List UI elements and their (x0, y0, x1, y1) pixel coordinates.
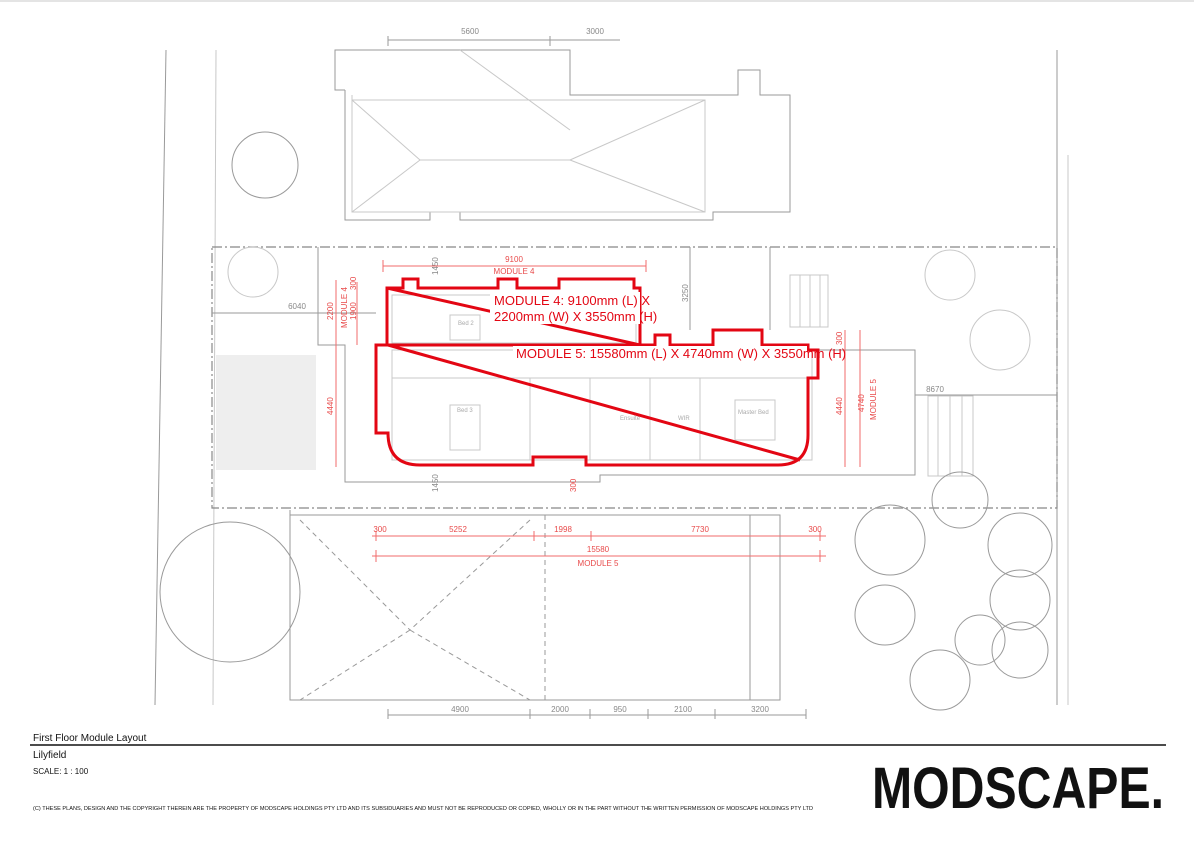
bottom-dim-4: 2100 (674, 705, 692, 714)
copyright-notice: (C) THESE PLANS, DESIGN AND THE COPYRIGH… (33, 806, 813, 812)
module4-callout-line2: 2200mm (W) X 3550mm (H) (494, 309, 657, 324)
module4-inner-dim: 1900 (349, 302, 358, 320)
drawing-scale: SCALE: 1 : 100 (33, 767, 89, 776)
project-name: Lilyfield (33, 750, 66, 761)
module5-inner-left: 4440 (326, 397, 335, 415)
module5-offset-bottom: 300 (569, 478, 578, 492)
module4-width-dim: 2200 (326, 302, 335, 320)
module5-width-dim: 4740 (857, 394, 866, 412)
bottom-dim-5: 3200 (751, 705, 769, 714)
module-dimensions: 9100 MODULE 4 2200 MODULE 4 1900 300 444… (326, 255, 878, 568)
modscape-logo: MODSCAPE. (872, 756, 1164, 821)
module4-offset-dim: 300 (349, 276, 358, 290)
bottom-dim-2: 2000 (551, 705, 569, 714)
module4-dim-label: MODULE 4 (494, 267, 535, 276)
neighbour-house-south (289, 510, 781, 701)
dim-bottom-gap: 1450 (431, 474, 440, 492)
module5-callout: MODULE 5: 15580mm (L) X 4740mm (W) X 355… (516, 346, 846, 361)
module5-seg-1: 300 (373, 525, 387, 534)
bottom-dim-1: 4900 (451, 705, 469, 714)
room-bed-3: Bed 3 (457, 408, 473, 414)
module5-side-label: MODULE 5 (869, 379, 878, 420)
module4-callout-line1: MODULE 4: 9100mm (L) X (494, 293, 650, 308)
module4-length-dim: 9100 (505, 255, 523, 264)
property-boundary (211, 246, 1058, 509)
module4-callout-bg (490, 292, 640, 324)
setback-left: 6040 (288, 302, 306, 311)
module5-seg-4: 7730 (691, 525, 709, 534)
title-block: First Floor Module Layout Lilyfield SCAL… (30, 733, 1166, 821)
room-master-bed: Master Bed (738, 410, 769, 416)
module-5-outline (374, 328, 820, 467)
room-wir: WIR (678, 416, 690, 422)
module5-inner-right: 4440 (835, 397, 844, 415)
module5-seg-5: 300 (808, 525, 822, 534)
module5-offset-top: 300 (835, 331, 844, 345)
dim-3250: 3250 (681, 284, 690, 302)
room-ensuite: Ensuite (620, 416, 641, 422)
bottom-dim-3: 950 (613, 705, 627, 714)
top-dim-1: 5600 (461, 27, 479, 36)
drawing-title: First Floor Module Layout (33, 733, 147, 744)
module4-side-label: MODULE 4 (340, 287, 349, 328)
site-context: 5600 3000 4900 2000 950 2100 3200 6040 8… (154, 27, 1069, 719)
module5-seg-2: 5252 (449, 525, 467, 534)
module5-length-dim: 15580 (587, 545, 610, 554)
module5-callout-bg (513, 346, 807, 362)
module5-seg-3: 1998 (554, 525, 572, 534)
room-bed-2: Bed 2 (458, 321, 474, 327)
floor-interior: Bed 2 Bed 3 Ensuite WIR Master Bed (391, 294, 813, 461)
top-dim-2: 3000 (586, 27, 604, 36)
neighbour-house-north (334, 49, 791, 221)
trees (159, 131, 1053, 711)
module5-dim-label: MODULE 5 (578, 559, 619, 568)
setback-right: 8670 (926, 385, 944, 394)
